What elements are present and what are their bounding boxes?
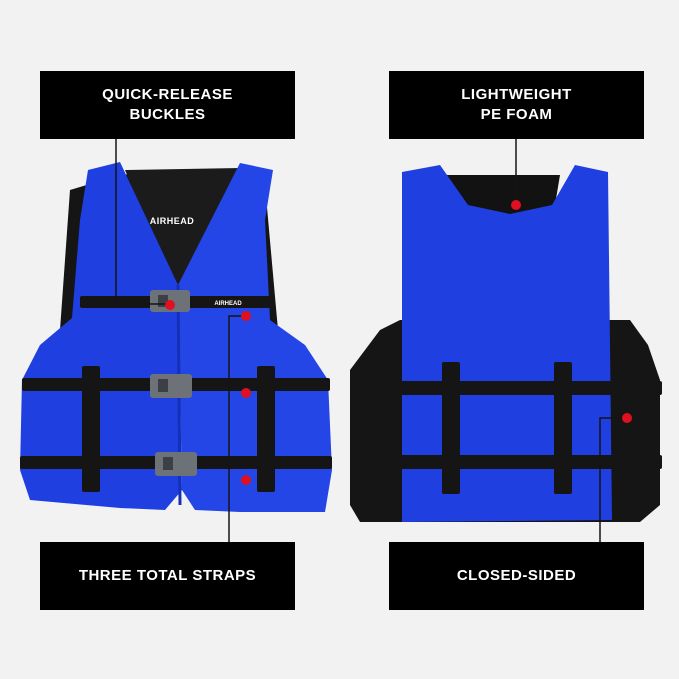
- callout-leaders: [115, 139, 627, 542]
- strap-logo-bg: [208, 296, 248, 308]
- callout-quick-release-buckles: QUICK-RELEASE BUCKLES: [40, 71, 295, 139]
- strap-logo: AIRHEAD: [214, 301, 242, 307]
- vest-front: AIRHEAD AIRHEAD: [20, 162, 332, 512]
- vest-front-left-panel: [20, 162, 182, 510]
- back-loop-left: [442, 362, 460, 494]
- back-strap-lower: [350, 455, 662, 469]
- callout-three-total-straps: THREE TOTAL STRAPS: [40, 542, 295, 610]
- marker-strap-3: [241, 475, 251, 485]
- buckle-lower: [155, 452, 197, 476]
- leader-sides: [599, 417, 627, 542]
- vest-back: [350, 165, 662, 522]
- marker-buckles: [165, 300, 175, 310]
- leader-buckles: [115, 139, 170, 305]
- callout-closed-sided: CLOSED-SIDED: [389, 542, 644, 610]
- buckle-middle: [150, 374, 192, 398]
- strap-loop-right: [257, 366, 275, 492]
- markers: [165, 200, 632, 485]
- back-loop-right: [554, 362, 572, 494]
- collar-logo: AIRHEAD: [150, 216, 195, 226]
- marker-strap-2: [241, 388, 251, 398]
- vest-front-right-panel: [178, 163, 332, 512]
- strap-loop-left: [82, 366, 100, 492]
- leader-straps: [228, 315, 246, 542]
- marker-sides: [622, 413, 632, 423]
- vest-front-collar: [125, 168, 240, 285]
- marker-strap-1: [241, 311, 251, 321]
- back-strap-upper: [350, 381, 662, 395]
- callout-lightweight-pe-foam: LIGHTWEIGHT PE FOAM: [389, 71, 644, 139]
- marker-foam: [511, 200, 521, 210]
